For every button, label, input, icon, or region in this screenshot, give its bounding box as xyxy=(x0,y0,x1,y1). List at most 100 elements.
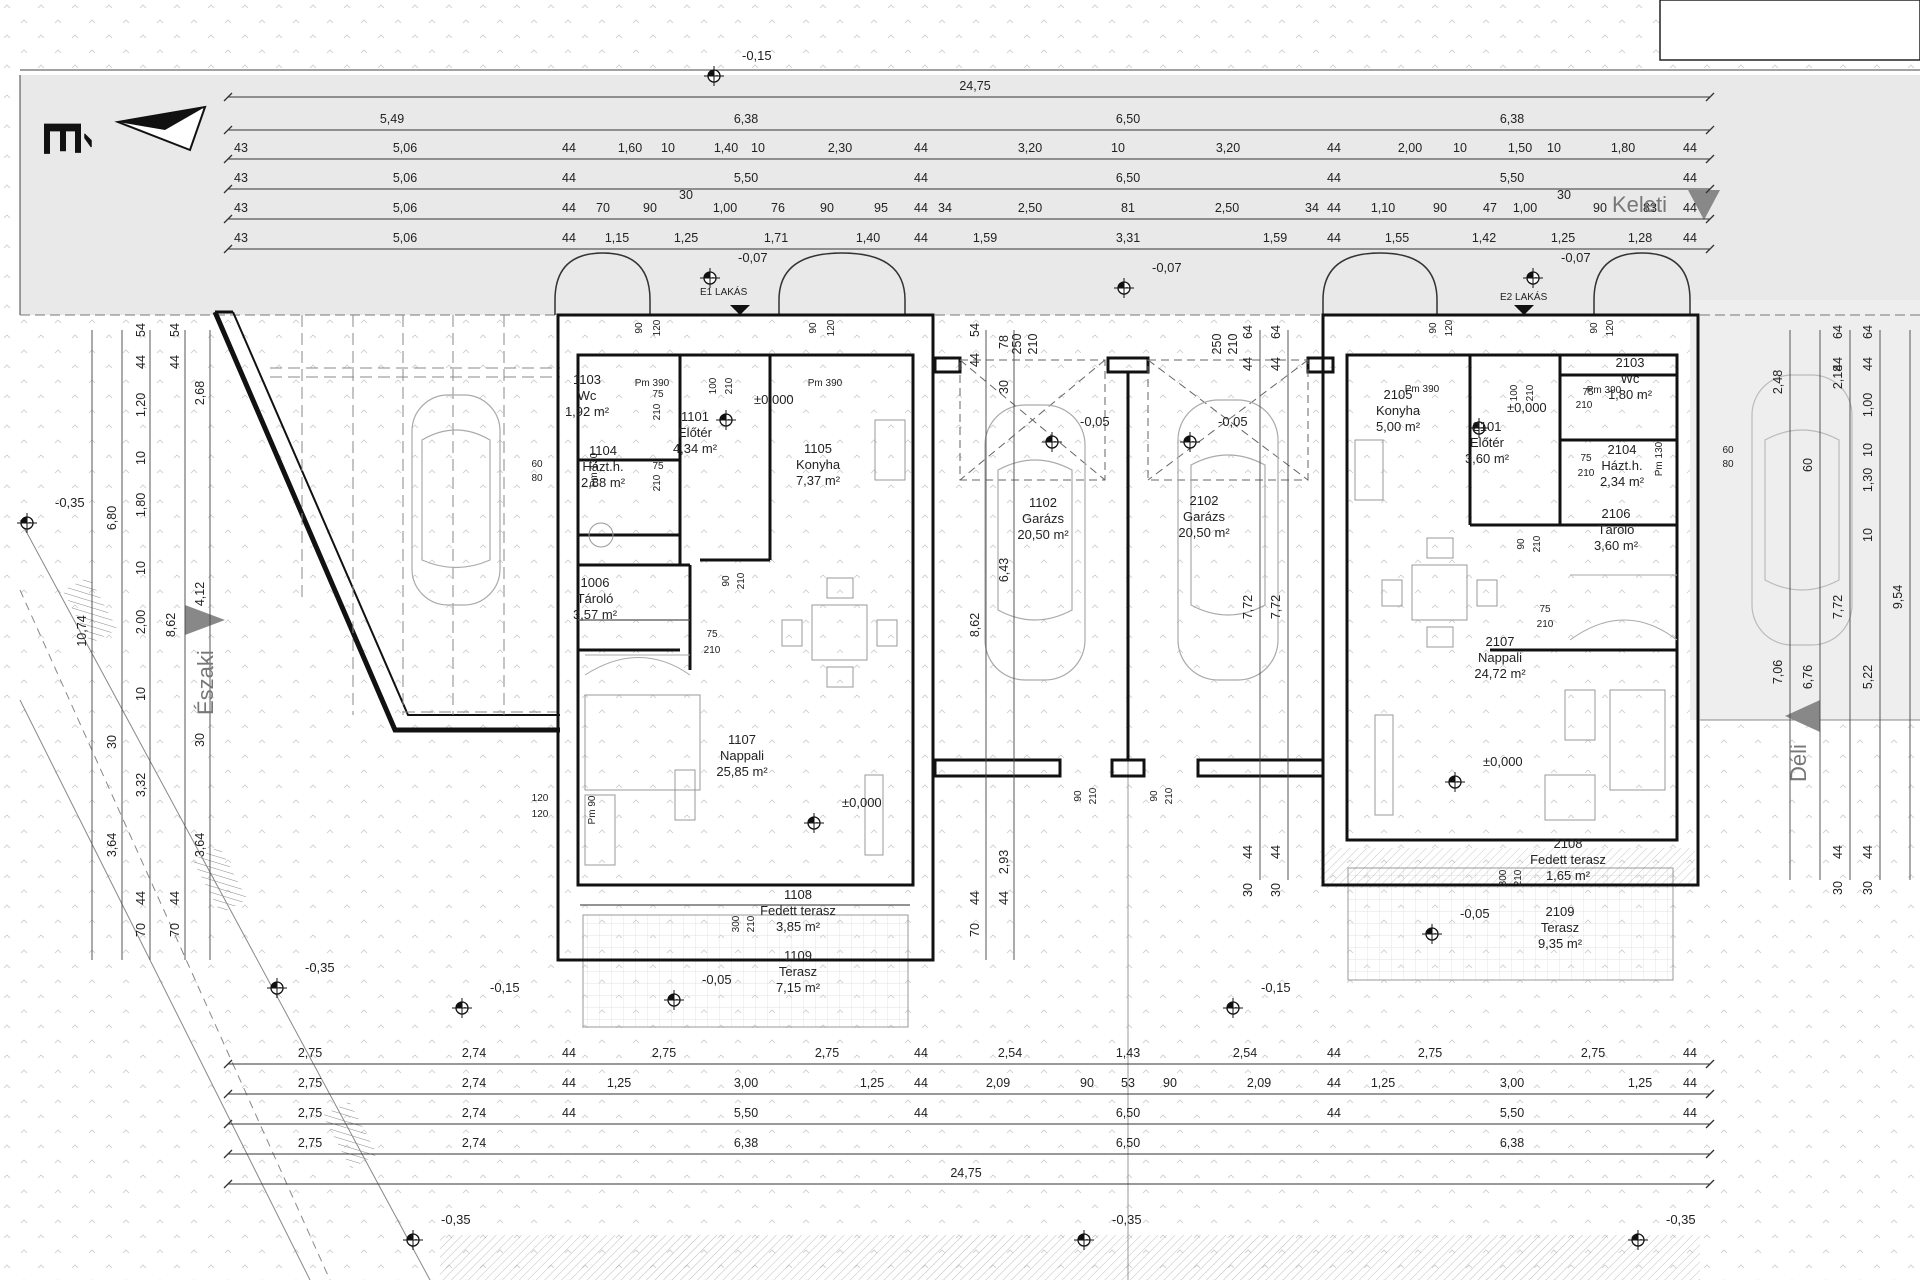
keleti-arrow-icon xyxy=(1688,190,1720,220)
room-number: 2102 xyxy=(1190,493,1219,508)
door-tag: 75 xyxy=(652,461,664,472)
room-name: Fedett terasz xyxy=(760,903,836,918)
top-dim-label: 90 xyxy=(820,201,834,215)
bottom-dim-label: 6,50 xyxy=(1116,1136,1140,1150)
vertical-dim-label: 44 xyxy=(168,355,182,369)
vertical-dim-label: 30 xyxy=(1269,883,1283,897)
vertical-dim-label: 44 xyxy=(1831,357,1845,371)
top-dim-label: 1,60 xyxy=(618,141,642,155)
vertical-dim-label: 2,93 xyxy=(997,850,1011,874)
vertical-dim-label: 1,00 xyxy=(1861,393,1875,417)
level-marker-icon xyxy=(1445,772,1465,792)
vertical-dim-label: 60 xyxy=(1801,458,1815,472)
vertical-dim-label: 8,62 xyxy=(164,613,178,637)
level-label: -0,35 xyxy=(305,960,335,975)
level-marker-icon xyxy=(704,66,724,86)
bottom-dim-label: 3,00 xyxy=(1500,1076,1524,1090)
east-path-band xyxy=(1690,300,1920,720)
vertical-dim-label: 10 xyxy=(134,451,148,465)
bottom-dim-label: 44 xyxy=(914,1106,928,1120)
unit-tag-e2: E2 LAKÁS xyxy=(1500,290,1548,303)
room-number: 2106 xyxy=(1602,506,1631,521)
room-number: 1006 xyxy=(581,575,610,590)
vertical-dim-label: 44 xyxy=(134,355,148,369)
top-dim-label: 1,25 xyxy=(1551,231,1575,245)
top-dim-label: 1,50 xyxy=(1508,141,1532,155)
top-dim-label: 5,06 xyxy=(393,171,417,185)
room-number: 1104 xyxy=(589,443,617,458)
bottom-dim-label: 44 xyxy=(562,1076,576,1090)
vertical-dim-label: 44 xyxy=(1269,845,1283,859)
level-label: -0,05 xyxy=(1460,906,1490,921)
door-tag: 210 xyxy=(1513,869,1524,886)
bottom-dim-label: 6,38 xyxy=(1500,1136,1524,1150)
room-name: Garázs xyxy=(1183,509,1225,524)
top-dim-label: 81 xyxy=(1121,201,1135,215)
door-tag: 300 xyxy=(731,915,742,932)
bottom-dim-label: 1,25 xyxy=(860,1076,884,1090)
level-label: -0,15 xyxy=(742,48,772,63)
unit-e1-stairs xyxy=(584,654,691,676)
room-number: 1102 xyxy=(1029,495,1057,510)
level-marker-icon xyxy=(17,513,37,533)
street-band xyxy=(20,75,1920,315)
top-dim-label: 34 xyxy=(1305,201,1319,215)
door-tag: 120 xyxy=(532,809,549,820)
room-number: 1109 xyxy=(784,948,812,963)
bottom-dim-label: 90 xyxy=(1163,1076,1177,1090)
unit-e1-thin-walls xyxy=(578,619,910,906)
level-marker-icon xyxy=(403,1230,423,1250)
level-marker-icon xyxy=(1422,924,1442,944)
room-number: 1107 xyxy=(728,732,756,747)
room-area: 3,57 m² xyxy=(573,607,618,622)
bottom-dim-label: 44 xyxy=(914,1046,928,1060)
vertical-dim-label: 7,06 xyxy=(1771,660,1785,684)
door-tag: Pm 390 xyxy=(635,378,670,389)
door-tag: 75 xyxy=(1539,604,1551,615)
top-dim-label: 1,42 xyxy=(1472,231,1496,245)
room-area: 9,35 m² xyxy=(1538,936,1583,951)
top-dim-label: 5,06 xyxy=(393,231,417,245)
top-dim-label: 6,38 xyxy=(1500,112,1524,126)
top-dim-label: 1,40 xyxy=(714,141,738,155)
bottom-dim-label: 1,25 xyxy=(1371,1076,1395,1090)
door-tag: 75 xyxy=(1580,453,1592,464)
bottom-dim-label: 2,75 xyxy=(298,1046,322,1060)
top-dim-label: 1,59 xyxy=(1263,231,1287,245)
garage-doors-dashed xyxy=(959,359,1309,481)
top-dim-label: 83 xyxy=(1643,201,1657,215)
vertical-dim-label: 250 xyxy=(1210,334,1224,355)
vertical-dim-label: 2,68 xyxy=(193,381,207,405)
door-tag: 210 xyxy=(736,572,747,589)
room-name: Terasz xyxy=(1541,920,1579,935)
door-tag: 75 xyxy=(1582,387,1594,398)
room-area: 1,65 m² xyxy=(1546,868,1591,883)
vertical-dim-label: 64 xyxy=(1861,325,1875,339)
bottom-dim-label: 44 xyxy=(1327,1106,1341,1120)
vertical-dim-label: 44 xyxy=(1241,357,1255,371)
level-label: -0,35 xyxy=(441,1212,471,1227)
room-area: 1,80 m² xyxy=(1608,387,1653,402)
door-tag: 210 xyxy=(1525,384,1536,401)
vertical-dim-label: 10 xyxy=(1861,443,1875,457)
vertical-dim-label: 3,64 xyxy=(193,833,207,857)
bottom-dim-label: 2,75 xyxy=(298,1106,322,1120)
bottom-dim-label: 2,75 xyxy=(298,1136,322,1150)
level-marker-icon xyxy=(1180,432,1200,452)
unit-e2-stairs xyxy=(1569,574,1678,641)
bottom-dim-label: 1,25 xyxy=(607,1076,631,1090)
bottom-dim-label: 2,09 xyxy=(986,1076,1010,1090)
room-name: Konyha xyxy=(796,457,841,472)
vertical-dim-label: 5,22 xyxy=(1861,665,1875,689)
door-tag: Pm 90 xyxy=(587,795,598,824)
vertical-dim-label: 70 xyxy=(968,923,982,937)
bottom-dim-label: 5,50 xyxy=(734,1106,758,1120)
